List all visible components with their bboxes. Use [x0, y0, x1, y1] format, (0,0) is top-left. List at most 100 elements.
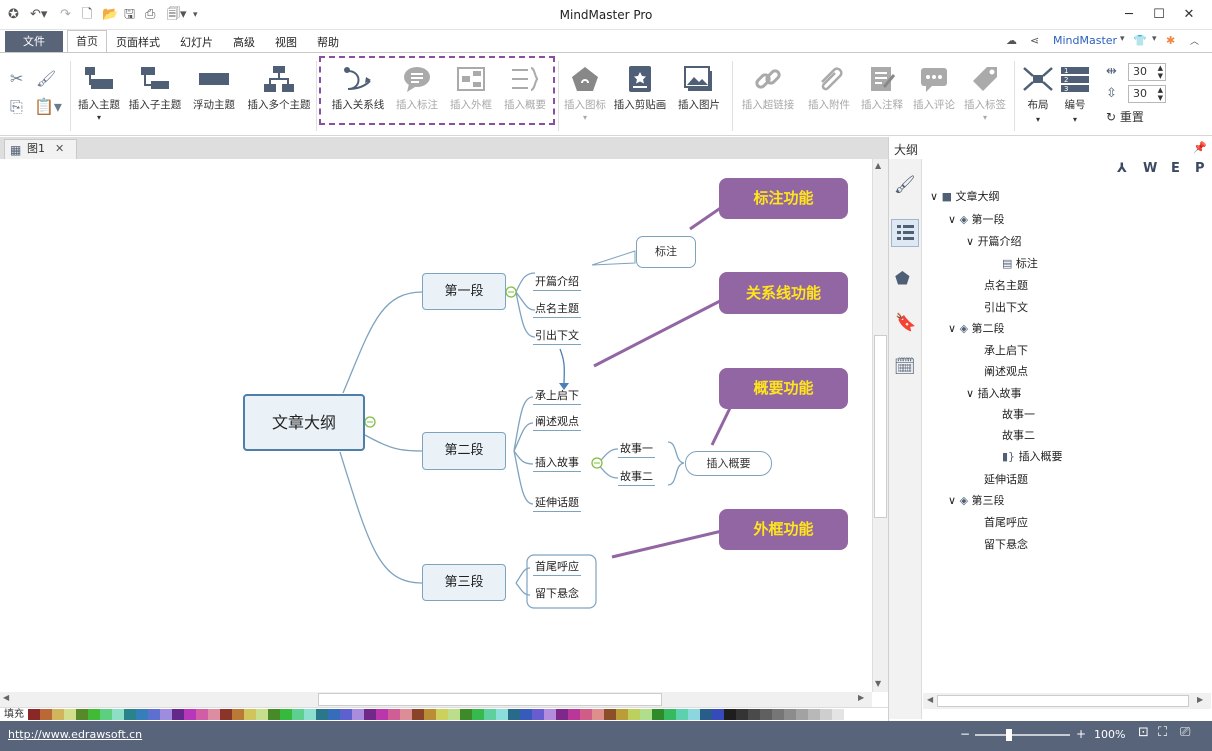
chevron-down-icon[interactable]: ▾ [1152, 34, 1157, 44]
color-swatch[interactable] [520, 709, 532, 720]
tree-node[interactable]: ∨ ◈ 第三段 [948, 494, 1005, 507]
subtopic-story[interactable]: 故事一 [618, 441, 655, 458]
customize-qa-icon[interactable]: ▾ [193, 10, 198, 20]
color-swatch[interactable] [700, 709, 712, 720]
color-swatch[interactable] [424, 709, 436, 720]
insert-note-button[interactable]: 插入注释 [856, 53, 908, 137]
zoom-out-icon[interactable]: − [960, 727, 971, 741]
color-swatch[interactable] [148, 709, 160, 720]
color-swatch[interactable] [124, 709, 136, 720]
color-swatch[interactable] [760, 709, 772, 720]
color-swatch[interactable] [832, 709, 844, 720]
horizontal-spacing-spinner[interactable]: 30▲▼ [1128, 63, 1166, 81]
color-swatch[interactable] [712, 709, 724, 720]
fit-page-icon[interactable]: ⊡ [1138, 725, 1149, 740]
topic-section-3[interactable]: 第三段 [422, 564, 506, 601]
scroll-down-icon[interactable]: ▼ [875, 679, 882, 688]
central-topic[interactable]: 文章大纲 [243, 394, 365, 451]
tree-node[interactable]: 故事一 [1002, 408, 1035, 421]
tab-home[interactable]: 首页 [67, 30, 107, 52]
color-swatch[interactable] [196, 709, 208, 720]
floating-topic-button[interactable]: 浮动主题 [186, 53, 242, 137]
color-swatch[interactable] [316, 709, 328, 720]
color-swatch[interactable] [472, 709, 484, 720]
color-swatch[interactable] [532, 709, 544, 720]
color-swatch[interactable] [772, 709, 784, 720]
app-logo-icon[interactable]: ✪ [8, 7, 19, 22]
export-excel-button[interactable]: E [1171, 161, 1180, 176]
tree-node[interactable]: ∨ 插入故事 [966, 387, 1022, 400]
tab-page-style[interactable]: 页面样式 [116, 36, 160, 49]
color-swatch[interactable] [724, 709, 736, 720]
color-swatch[interactable] [328, 709, 340, 720]
color-swatch[interactable] [136, 709, 148, 720]
sidebar-horizontal-scrollbar[interactable]: ◀ ▶ [923, 693, 1211, 709]
scroll-right-icon[interactable]: ▶ [858, 693, 865, 702]
export-pdf-icon[interactable]: ⅄ [1117, 161, 1127, 176]
color-swatch[interactable] [40, 709, 52, 720]
color-swatch[interactable] [580, 709, 592, 720]
collapse-icon[interactable]: ∨ [948, 213, 960, 226]
insert-boundary-button[interactable]: 插入外框 [444, 53, 498, 137]
tree-node[interactable]: 故事二 [1002, 429, 1035, 442]
color-swatch[interactable] [160, 709, 172, 720]
color-swatch[interactable] [208, 709, 220, 720]
tree-node[interactable]: ∨ 开篇介绍 [966, 235, 1022, 248]
redo-icon[interactable]: ↷ [60, 7, 71, 22]
website-link[interactable]: http://www.edrawsoft.cn [8, 728, 143, 741]
color-swatch[interactable] [448, 709, 460, 720]
color-swatch[interactable] [76, 709, 88, 720]
undo-icon[interactable]: ↶▾ [30, 7, 48, 22]
color-swatch[interactable] [808, 709, 820, 720]
color-swatch[interactable] [508, 709, 520, 720]
reset-button[interactable]: ↻ 重置 [1106, 110, 1144, 124]
insert-clipart-button[interactable]: 插入剪贴画 [610, 53, 670, 137]
tab-view[interactable]: 视图 [275, 36, 297, 49]
layout-button[interactable]: 布局 ▾ [1018, 53, 1058, 137]
color-swatch[interactable] [568, 709, 580, 720]
color-swatch[interactable] [616, 709, 628, 720]
export-ppt-button[interactable]: P [1195, 161, 1205, 176]
color-swatch[interactable] [52, 709, 64, 720]
export-icon[interactable]: 🗐▾ [167, 7, 187, 22]
full-screen-icon[interactable]: ⛶ [1158, 725, 1168, 740]
color-swatch[interactable] [412, 709, 424, 720]
scroll-left-icon[interactable]: ◀ [927, 695, 934, 704]
outline-view-tab[interactable] [891, 219, 919, 247]
scrollbar-thumb[interactable] [318, 693, 662, 706]
insert-picture-button[interactable]: 插入图片 [672, 53, 726, 137]
print-icon[interactable]: ⎙ [145, 7, 156, 22]
apps-icon[interactable]: ✱ [1166, 34, 1176, 47]
subtopic[interactable]: 点名主题 [533, 301, 581, 318]
color-swatch[interactable] [280, 709, 292, 720]
subtopic-story[interactable]: 故事二 [618, 469, 655, 486]
color-swatch[interactable] [388, 709, 400, 720]
subtopic[interactable]: 开篇介绍 [533, 274, 581, 291]
color-swatch[interactable] [352, 709, 364, 720]
chevron-down-icon[interactable]: ▾ [1120, 34, 1125, 44]
copy-icon[interactable]: ⎘ [10, 97, 23, 116]
color-swatch[interactable] [676, 709, 688, 720]
color-swatch[interactable] [268, 709, 280, 720]
insert-icon-button[interactable]: 插入图标 ▾ [560, 53, 610, 137]
format-brush-icon[interactable]: 🖌 [894, 175, 916, 195]
zoom-slider-thumb[interactable] [1006, 729, 1012, 741]
tree-node[interactable]: 点名主题 [984, 279, 1028, 292]
color-swatch[interactable] [340, 709, 352, 720]
color-swatch[interactable] [496, 709, 508, 720]
tree-node[interactable]: ∨ ◈ 第一段 [948, 213, 1005, 226]
collapse-icon[interactable]: ∨ [966, 387, 978, 400]
tree-node[interactable]: 延伸话题 [984, 473, 1028, 486]
tab-advanced[interactable]: 高级 [233, 36, 255, 49]
color-swatch[interactable] [796, 709, 808, 720]
insert-subtopic-button[interactable]: 插入子主题 [126, 53, 184, 137]
color-swatch[interactable] [256, 709, 268, 720]
color-swatch[interactable] [640, 709, 652, 720]
tab-help[interactable]: 帮助 [317, 36, 339, 49]
close-button[interactable]: ✕ [1183, 7, 1195, 22]
pin-icon[interactable]: 📌 [1193, 141, 1207, 154]
clipart-icon[interactable]: 🔖 [895, 313, 917, 333]
scroll-right-icon[interactable]: ▶ [1197, 695, 1204, 704]
tree-node[interactable]: 留下悬念 [984, 538, 1028, 551]
tree-node[interactable]: 引出下文 [984, 301, 1028, 314]
